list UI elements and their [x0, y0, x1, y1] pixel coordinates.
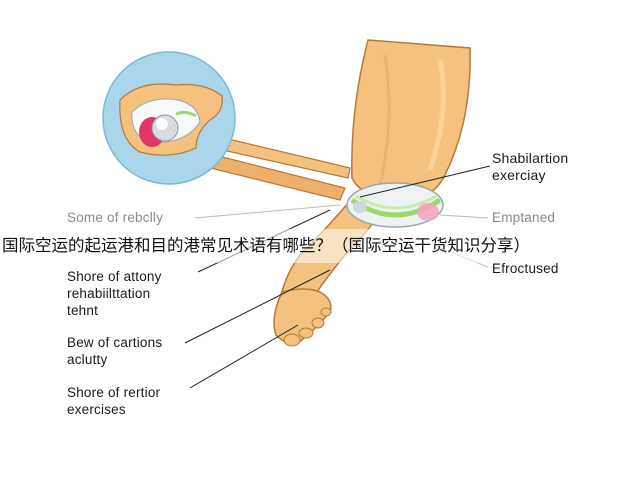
label-left-b-2: aclutty — [67, 352, 108, 367]
label-left-a-2: rehabiilttation — [67, 286, 151, 301]
joint-inset — [102, 51, 236, 185]
thigh — [351, 39, 471, 202]
leader-left-b — [184, 269, 331, 344]
leader-mid-right — [439, 214, 489, 219]
label-lower-right: Efroctused — [492, 261, 559, 276]
label-left-c-1: Shore of rertior — [67, 385, 161, 400]
label-left-b-1: Bew of cartions — [67, 335, 163, 350]
label-mid-left: Some of rebclly — [67, 210, 164, 225]
leader-top-right — [359, 165, 491, 198]
label-left-c-2: exercises — [67, 402, 126, 417]
label-left-a-1: Shore of attony — [67, 269, 162, 284]
label-top-right-2: exerciay — [492, 167, 546, 183]
banner-overlay — [0, 229, 640, 263]
banner-title: 国际空运的起运港和目的港常见术语有哪些？（国际空运干货知识分享） — [2, 236, 530, 255]
label-mid-right: Emptaned — [492, 210, 556, 225]
foot — [273, 288, 332, 345]
label-left-a-3: tehnt — [67, 303, 99, 318]
label-top-right-1: Shabilartion — [492, 150, 569, 166]
leader-mid-left — [194, 204, 341, 219]
leader-left-c — [189, 324, 299, 389]
knee-joint — [346, 182, 444, 228]
